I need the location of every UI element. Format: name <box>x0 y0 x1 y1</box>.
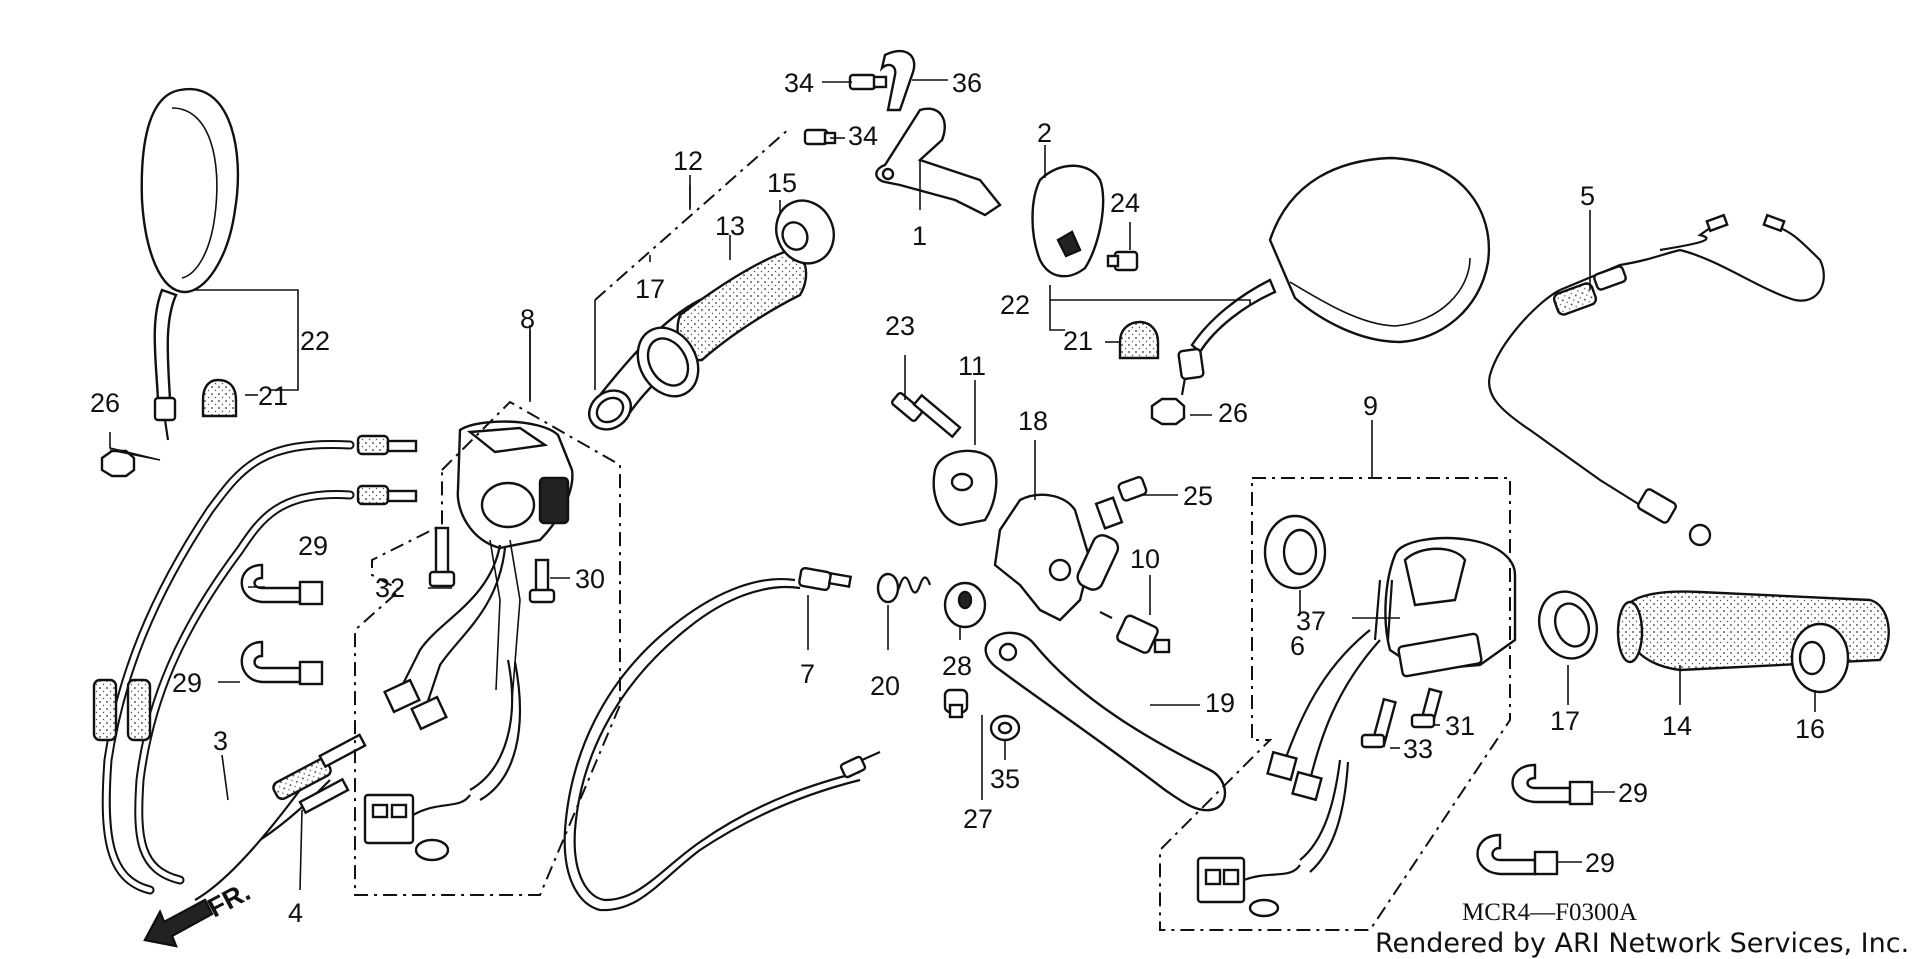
clutch-cable-7 <box>563 566 881 912</box>
callout-22: 22 <box>300 326 330 356</box>
callout-32: 32 <box>375 573 405 603</box>
render-credit: Rendered by ARI Network Services, Inc. <box>1375 928 1909 959</box>
cable-clamp-29a <box>240 563 324 606</box>
cable-clamp-29b <box>240 640 324 686</box>
callout-34: 34 <box>848 121 878 151</box>
callout-26: 26 <box>1218 398 1248 428</box>
bolt-25 <box>1094 476 1148 530</box>
screw-24 <box>1106 250 1139 272</box>
callout-27: 27 <box>963 804 993 834</box>
left-mirror <box>140 87 240 441</box>
nut-35 <box>989 714 1021 742</box>
left-switch-wiring <box>363 544 521 862</box>
callout-5: 5 <box>1580 181 1595 211</box>
callout-21: 21 <box>258 381 288 411</box>
spring-20 <box>876 572 932 604</box>
right-mirror-cap <box>1118 320 1160 360</box>
callout-31: 31 <box>1445 711 1475 741</box>
cable-clamp-29c <box>1511 763 1594 806</box>
callout-35: 35 <box>990 764 1020 794</box>
callout-16: 16 <box>1795 714 1825 744</box>
callout-21: 21 <box>1063 326 1093 356</box>
right-mirror-nut <box>1150 397 1186 426</box>
leader-lines <box>109 79 1816 891</box>
bolt-34a <box>848 73 888 91</box>
right-mirror <box>1177 156 1491 396</box>
diagram-code: MCR4—F0300A <box>1462 899 1637 926</box>
screw-27 <box>943 688 969 719</box>
callout-10: 10 <box>1130 544 1160 574</box>
callout-1: 1 <box>912 221 927 251</box>
holder-11 <box>932 449 998 527</box>
callout-8: 8 <box>520 304 535 334</box>
callout-11: 11 <box>958 351 986 381</box>
mount-bracket <box>875 107 1002 217</box>
front-direction-arrow: FR. <box>143 876 255 948</box>
screw-32 <box>428 526 456 588</box>
holder-36 <box>879 49 916 112</box>
callout-29: 29 <box>1585 848 1615 878</box>
direction-label: FR. <box>203 876 255 923</box>
callout-15: 15 <box>767 168 797 198</box>
callout-17: 17 <box>1550 706 1580 736</box>
callout-34: 34 <box>784 68 814 98</box>
screw-31 <box>1410 687 1443 729</box>
callout-29: 29 <box>1618 778 1648 808</box>
callout-36: 36 <box>952 68 982 98</box>
screw-33 <box>1360 697 1397 749</box>
grip-end-16 <box>1790 622 1850 694</box>
group-outline-9 <box>1159 420 1511 931</box>
handlebar-weight <box>1031 164 1105 278</box>
left-switch-housing <box>456 420 574 701</box>
callout-18: 18 <box>1018 406 1048 436</box>
throttle-grip-rubber <box>676 248 808 362</box>
adjuster-28 <box>943 581 987 629</box>
callout-labels: 34 36 34 2 1 12 15 13 17 24 5 22 21 26 8… <box>90 68 1825 928</box>
left-mirror-cap <box>201 378 238 418</box>
clutch-switch-cable <box>1487 213 1825 547</box>
clutch-lever-19 <box>984 631 1227 812</box>
right-switch-wiring <box>1196 629 1381 918</box>
grip-ring-17b <box>1538 590 1598 660</box>
grip-ring-6 <box>1263 514 1327 590</box>
callout-20: 20 <box>870 671 900 701</box>
callout-19: 19 <box>1205 688 1235 718</box>
callout-29: 29 <box>298 531 328 561</box>
callout-33: 33 <box>1403 734 1433 764</box>
callout-37: 37 <box>1296 606 1326 636</box>
callout-13: 13 <box>715 211 745 241</box>
callout-30: 30 <box>575 564 605 594</box>
callout-22: 22 <box>1000 290 1030 320</box>
callout-7: 7 <box>800 659 815 689</box>
callout-14: 14 <box>1662 711 1692 741</box>
callout-12: 12 <box>673 146 703 176</box>
bolt-23 <box>891 392 962 439</box>
callout-2: 2 <box>1037 118 1052 148</box>
callout-28: 28 <box>942 651 972 681</box>
switch-10 <box>1099 611 1171 654</box>
callout-23: 23 <box>885 311 915 341</box>
grip-ring-17a <box>636 326 700 398</box>
callout-24: 24 <box>1110 188 1140 218</box>
callout-4: 4 <box>288 898 303 928</box>
cable-clamp-29d <box>1476 833 1559 876</box>
grip-end-15 <box>775 199 835 265</box>
callout-17: 17 <box>635 274 665 304</box>
screw-30 <box>528 558 556 604</box>
callout-29: 29 <box>172 668 202 698</box>
callout-9: 9 <box>1363 391 1378 421</box>
throttle-cables <box>92 434 418 901</box>
callout-26: 26 <box>90 388 120 418</box>
left-mirror-nut <box>100 449 136 478</box>
right-switch-housing <box>1373 536 1517 678</box>
bolt-34b <box>803 128 837 146</box>
callout-6: 6 <box>1290 631 1305 661</box>
callout-25: 25 <box>1183 481 1213 511</box>
callout-3: 3 <box>213 726 228 756</box>
